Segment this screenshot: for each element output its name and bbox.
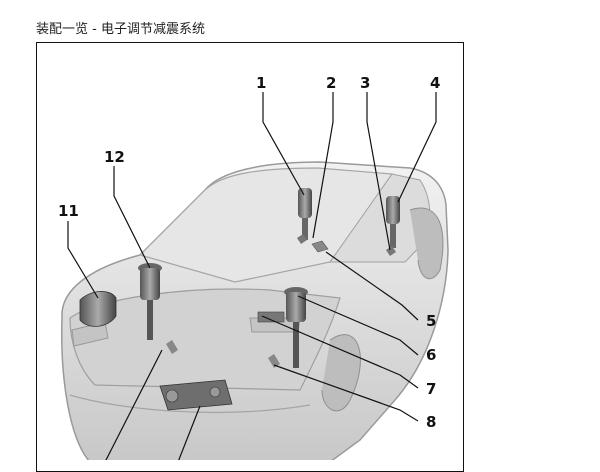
- callout-3: 3: [360, 74, 370, 92]
- callout-7: 7: [426, 380, 436, 398]
- control-unit: [311, 240, 329, 253]
- callout-12: 12: [104, 148, 125, 166]
- assembly-diagram: 1 2 3 4 5 6 7 8 11 12: [58, 74, 449, 460]
- compressor-unit: [159, 379, 233, 411]
- strut-front-right: [386, 196, 400, 248]
- sensor-rear-right: [268, 354, 280, 368]
- callout-8: 8: [426, 413, 436, 431]
- sensor-front-left: [297, 234, 307, 244]
- level-sensor-rear: [257, 311, 285, 323]
- callout-6: 6: [426, 346, 436, 364]
- page-title: 装配一览 - 电子调节减震系统: [36, 22, 205, 37]
- callout-2: 2: [326, 74, 336, 92]
- leader-lines: [67, 92, 437, 460]
- strut-rear-left: [138, 263, 162, 340]
- strut-front-left: [298, 188, 312, 240]
- strut-rear-right: [284, 287, 308, 368]
- callout-1: 1: [256, 74, 266, 92]
- sensor-front-right: [386, 246, 396, 256]
- callout-5: 5: [426, 312, 436, 330]
- air-reservoir: [79, 291, 117, 327]
- sensor-rear-left: [166, 340, 178, 354]
- callout-11: 11: [58, 202, 79, 220]
- callout-4: 4: [430, 74, 440, 92]
